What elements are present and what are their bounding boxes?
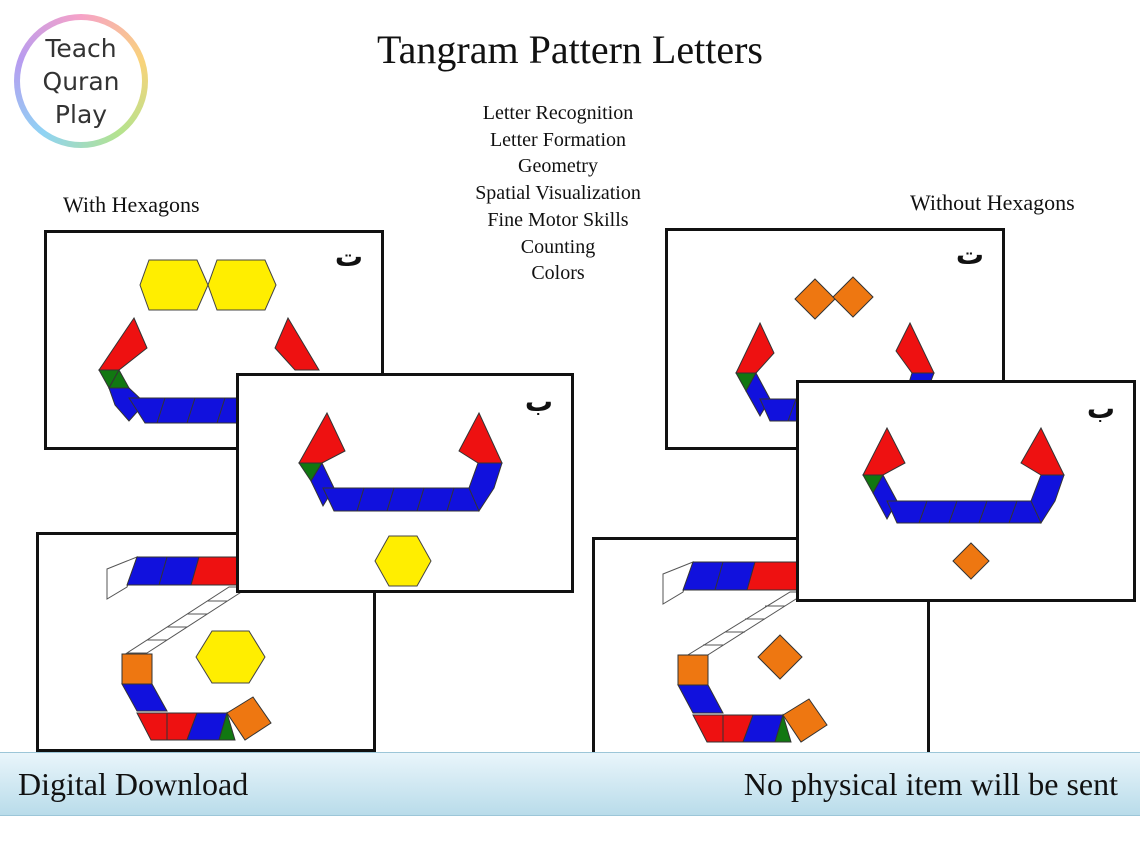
skill-item: Letter Recognition xyxy=(482,102,634,124)
square-shape xyxy=(677,654,709,686)
logo-line-2: Quran xyxy=(42,66,120,96)
rhombus-shape xyxy=(735,321,775,374)
outline-shape xyxy=(662,561,694,605)
rhombus-shape xyxy=(121,683,168,712)
skills-list: Letter Recognition Letter Formation Geom… xyxy=(440,100,676,287)
skill-item: Spatial Visualization xyxy=(475,182,641,205)
logo: Teach Quran Play xyxy=(14,14,148,148)
card-with-ba: ب xyxy=(236,373,574,593)
logo-line-3: Play xyxy=(54,99,108,129)
rhombus-shape xyxy=(1020,426,1065,476)
square-shape xyxy=(757,634,803,680)
rhombus-shape xyxy=(274,316,320,371)
footer-banner: Digital Download No physical item will b… xyxy=(0,752,1140,816)
logo-line-1: Teach xyxy=(45,33,117,63)
ba-pattern-with-hexagons xyxy=(298,411,503,587)
page-title: Tangram Pattern Letters xyxy=(377,27,763,72)
outline-shape xyxy=(106,556,138,600)
rhombus-shape xyxy=(677,684,724,714)
square-shape xyxy=(226,696,272,741)
hexagon-shape xyxy=(207,259,277,311)
jim-pattern-with-hexagons xyxy=(106,556,272,741)
rhombus-shape xyxy=(458,411,503,464)
skill-item: Fine Motor Skills xyxy=(487,208,629,231)
rhombus-shape xyxy=(468,462,503,513)
with-hexagons-label: With Hexagons xyxy=(63,192,200,217)
rhombus-row xyxy=(886,500,1042,524)
square-shape xyxy=(794,278,836,320)
digital-download-label: Digital Download xyxy=(18,766,249,802)
letter-ba: ب xyxy=(524,385,553,418)
skill-item: Counting xyxy=(520,235,596,258)
letter-ta: ت xyxy=(955,238,984,271)
skill-item: Letter Formation xyxy=(489,128,627,151)
square-shape xyxy=(952,542,990,580)
square-shape xyxy=(782,698,828,743)
triangle-shape xyxy=(218,711,236,741)
rhombus-shape xyxy=(108,387,146,422)
rhombus-shape xyxy=(298,411,346,464)
letter-ta: ت xyxy=(334,240,363,273)
rhombus-shape xyxy=(1030,474,1065,525)
letter-ba: ب xyxy=(1086,392,1115,425)
hexagon-shape xyxy=(374,535,432,587)
ba-pattern-without-hexagons xyxy=(862,426,1065,580)
square-shape xyxy=(121,653,153,685)
rhombus-shape xyxy=(98,316,148,371)
rhombus-shape xyxy=(862,426,906,476)
skill-item: Colors xyxy=(531,262,585,285)
triangle-shape xyxy=(774,713,792,743)
rhombus-row xyxy=(322,487,480,512)
without-hexagons-label: Without Hexagons xyxy=(910,190,1075,215)
no-physical-item-label: No physical item will be sent xyxy=(743,766,1118,802)
square-shape xyxy=(832,276,874,318)
hexagon-shape xyxy=(139,259,209,311)
card-without-ba: ب xyxy=(796,380,1136,602)
rhombus-shape xyxy=(895,321,935,374)
skill-item: Geometry xyxy=(518,155,598,178)
card-without-jim xyxy=(592,537,930,757)
hexagon-shape xyxy=(195,630,266,684)
logo-text: Teach Quran Play xyxy=(20,20,142,142)
